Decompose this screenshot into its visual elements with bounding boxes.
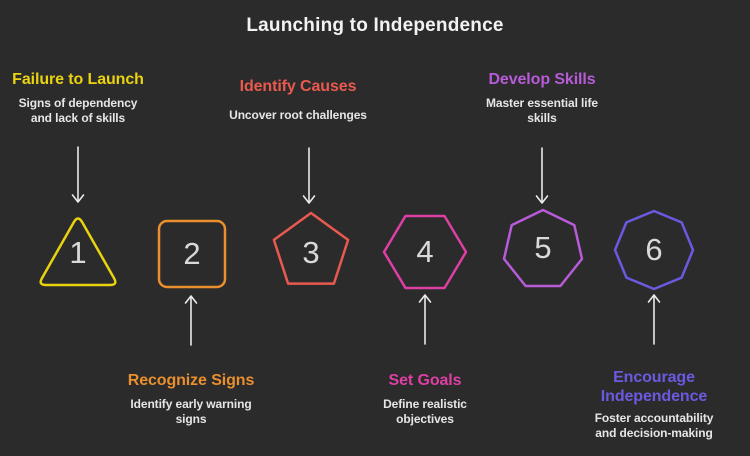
step-6-title: Encourage Independence: [600, 369, 708, 405]
down-arrow-icon: [301, 147, 317, 205]
step-3-title: Identify Causes: [239, 78, 357, 95]
step-5-description: Master essential life skills: [486, 96, 598, 126]
step-2-number: 2: [183, 236, 201, 271]
step-5-title: Develop Skills: [488, 71, 596, 88]
up-arrow-icon: [417, 293, 433, 345]
step-4-number: 4: [416, 234, 434, 269]
step-2-description: Identify early warning signs: [130, 397, 252, 427]
step-1-description: Signs of dependency and lack of skills: [18, 96, 138, 126]
step-5-number: 5: [534, 230, 552, 265]
step-3-description: Uncover root challenges: [229, 108, 367, 122]
step-3-number: 3: [302, 235, 320, 270]
step-1-title: Failure to Launch: [12, 71, 144, 88]
step-4-title: Set Goals: [388, 372, 462, 389]
down-arrow-icon: [534, 147, 550, 205]
step-6-number: 6: [645, 232, 663, 267]
up-arrow-icon: [646, 293, 662, 345]
down-arrow-icon: [70, 146, 86, 204]
step-2-title: Recognize Signs: [127, 372, 255, 389]
up-arrow-icon: [183, 294, 199, 346]
diagram-title: Launching to Independence: [246, 15, 504, 36]
step-6-description: Foster accountability and decision-makin…: [594, 411, 714, 441]
step-1-number: 1: [69, 234, 87, 270]
step-4-description: Define realistic objectives: [383, 397, 467, 427]
